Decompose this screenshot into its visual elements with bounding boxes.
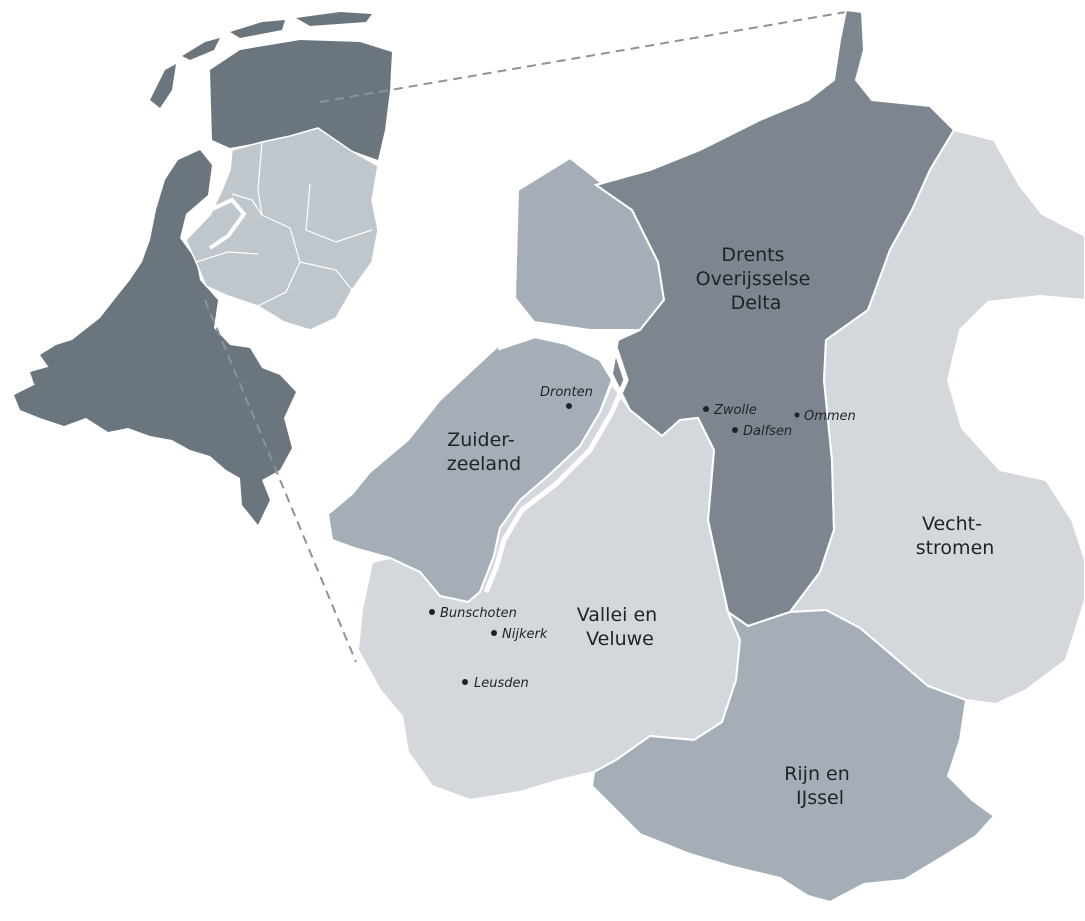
region-vallei-en-veluwe: [356, 381, 742, 802]
label-rijn-en-ijssel: Rijn en IJssel: [784, 763, 856, 809]
city-leusden: Leusden: [462, 676, 529, 691]
inset-water-gap: [188, 197, 247, 250]
label-vallei-en-veluwe: Vallei en Veluwe: [577, 604, 664, 650]
label-zuiderzeeland: Zuider- zeeland: [447, 429, 521, 475]
city-dot-bunschoten: [429, 609, 435, 615]
city-markers: Dronten Zwolle Dalfsen Ommen Bunschoten: [429, 385, 856, 691]
region-vechtstromen: [787, 128, 1085, 706]
northern-provinces: [210, 40, 392, 160]
inset-internal-borders: [195, 141, 373, 307]
city-label-leusden: Leusden: [474, 676, 529, 691]
region-labels: Drents Overijsselse Delta Zuider- zeelan…: [447, 244, 995, 809]
city-label-zwolle: Zwolle: [713, 403, 757, 418]
city-dronten: Dronten: [540, 385, 593, 409]
zeeland-islands: [20, 338, 104, 404]
label-vechtstromen: Vecht- stromen: [916, 513, 995, 559]
wadden-islands: [150, 12, 372, 108]
city-zwolle: Zwolle: [703, 403, 757, 418]
city-label-ommen: Ommen: [804, 409, 856, 424]
city-label-nijkerk: Nijkerk: [502, 627, 548, 642]
city-dot-dalfsen: [732, 427, 738, 433]
netherlands-outline: [14, 150, 296, 525]
city-nijkerk: Nijkerk: [491, 627, 548, 642]
city-dot-zwolle: [703, 406, 709, 412]
city-label-dronten: Dronten: [540, 385, 593, 400]
city-dot-dronten: [566, 403, 572, 409]
connector-top: [319, 11, 847, 103]
randmeren-water: [483, 331, 629, 593]
city-ommen: Ommen: [794, 409, 856, 424]
city-dot-nijkerk: [491, 630, 497, 636]
city-label-bunschoten: Bunschoten: [440, 606, 517, 621]
zoom-connectors: [204, 11, 847, 663]
region-rijn-en-ijssel: [590, 608, 996, 904]
label-drents-overijsselse-delta: Drents Overijsselse Delta: [696, 244, 817, 314]
city-bunschoten: Bunschoten: [429, 606, 517, 621]
connector-bottom: [204, 299, 357, 663]
city-label-dalfsen: Dalfsen: [743, 424, 792, 439]
city-dalfsen: Dalfsen: [732, 424, 792, 439]
main-map: [326, 8, 1085, 904]
city-dot-leusden: [462, 679, 468, 685]
netherlands-inset: [14, 12, 392, 525]
city-dot-ommen: [794, 412, 800, 418]
